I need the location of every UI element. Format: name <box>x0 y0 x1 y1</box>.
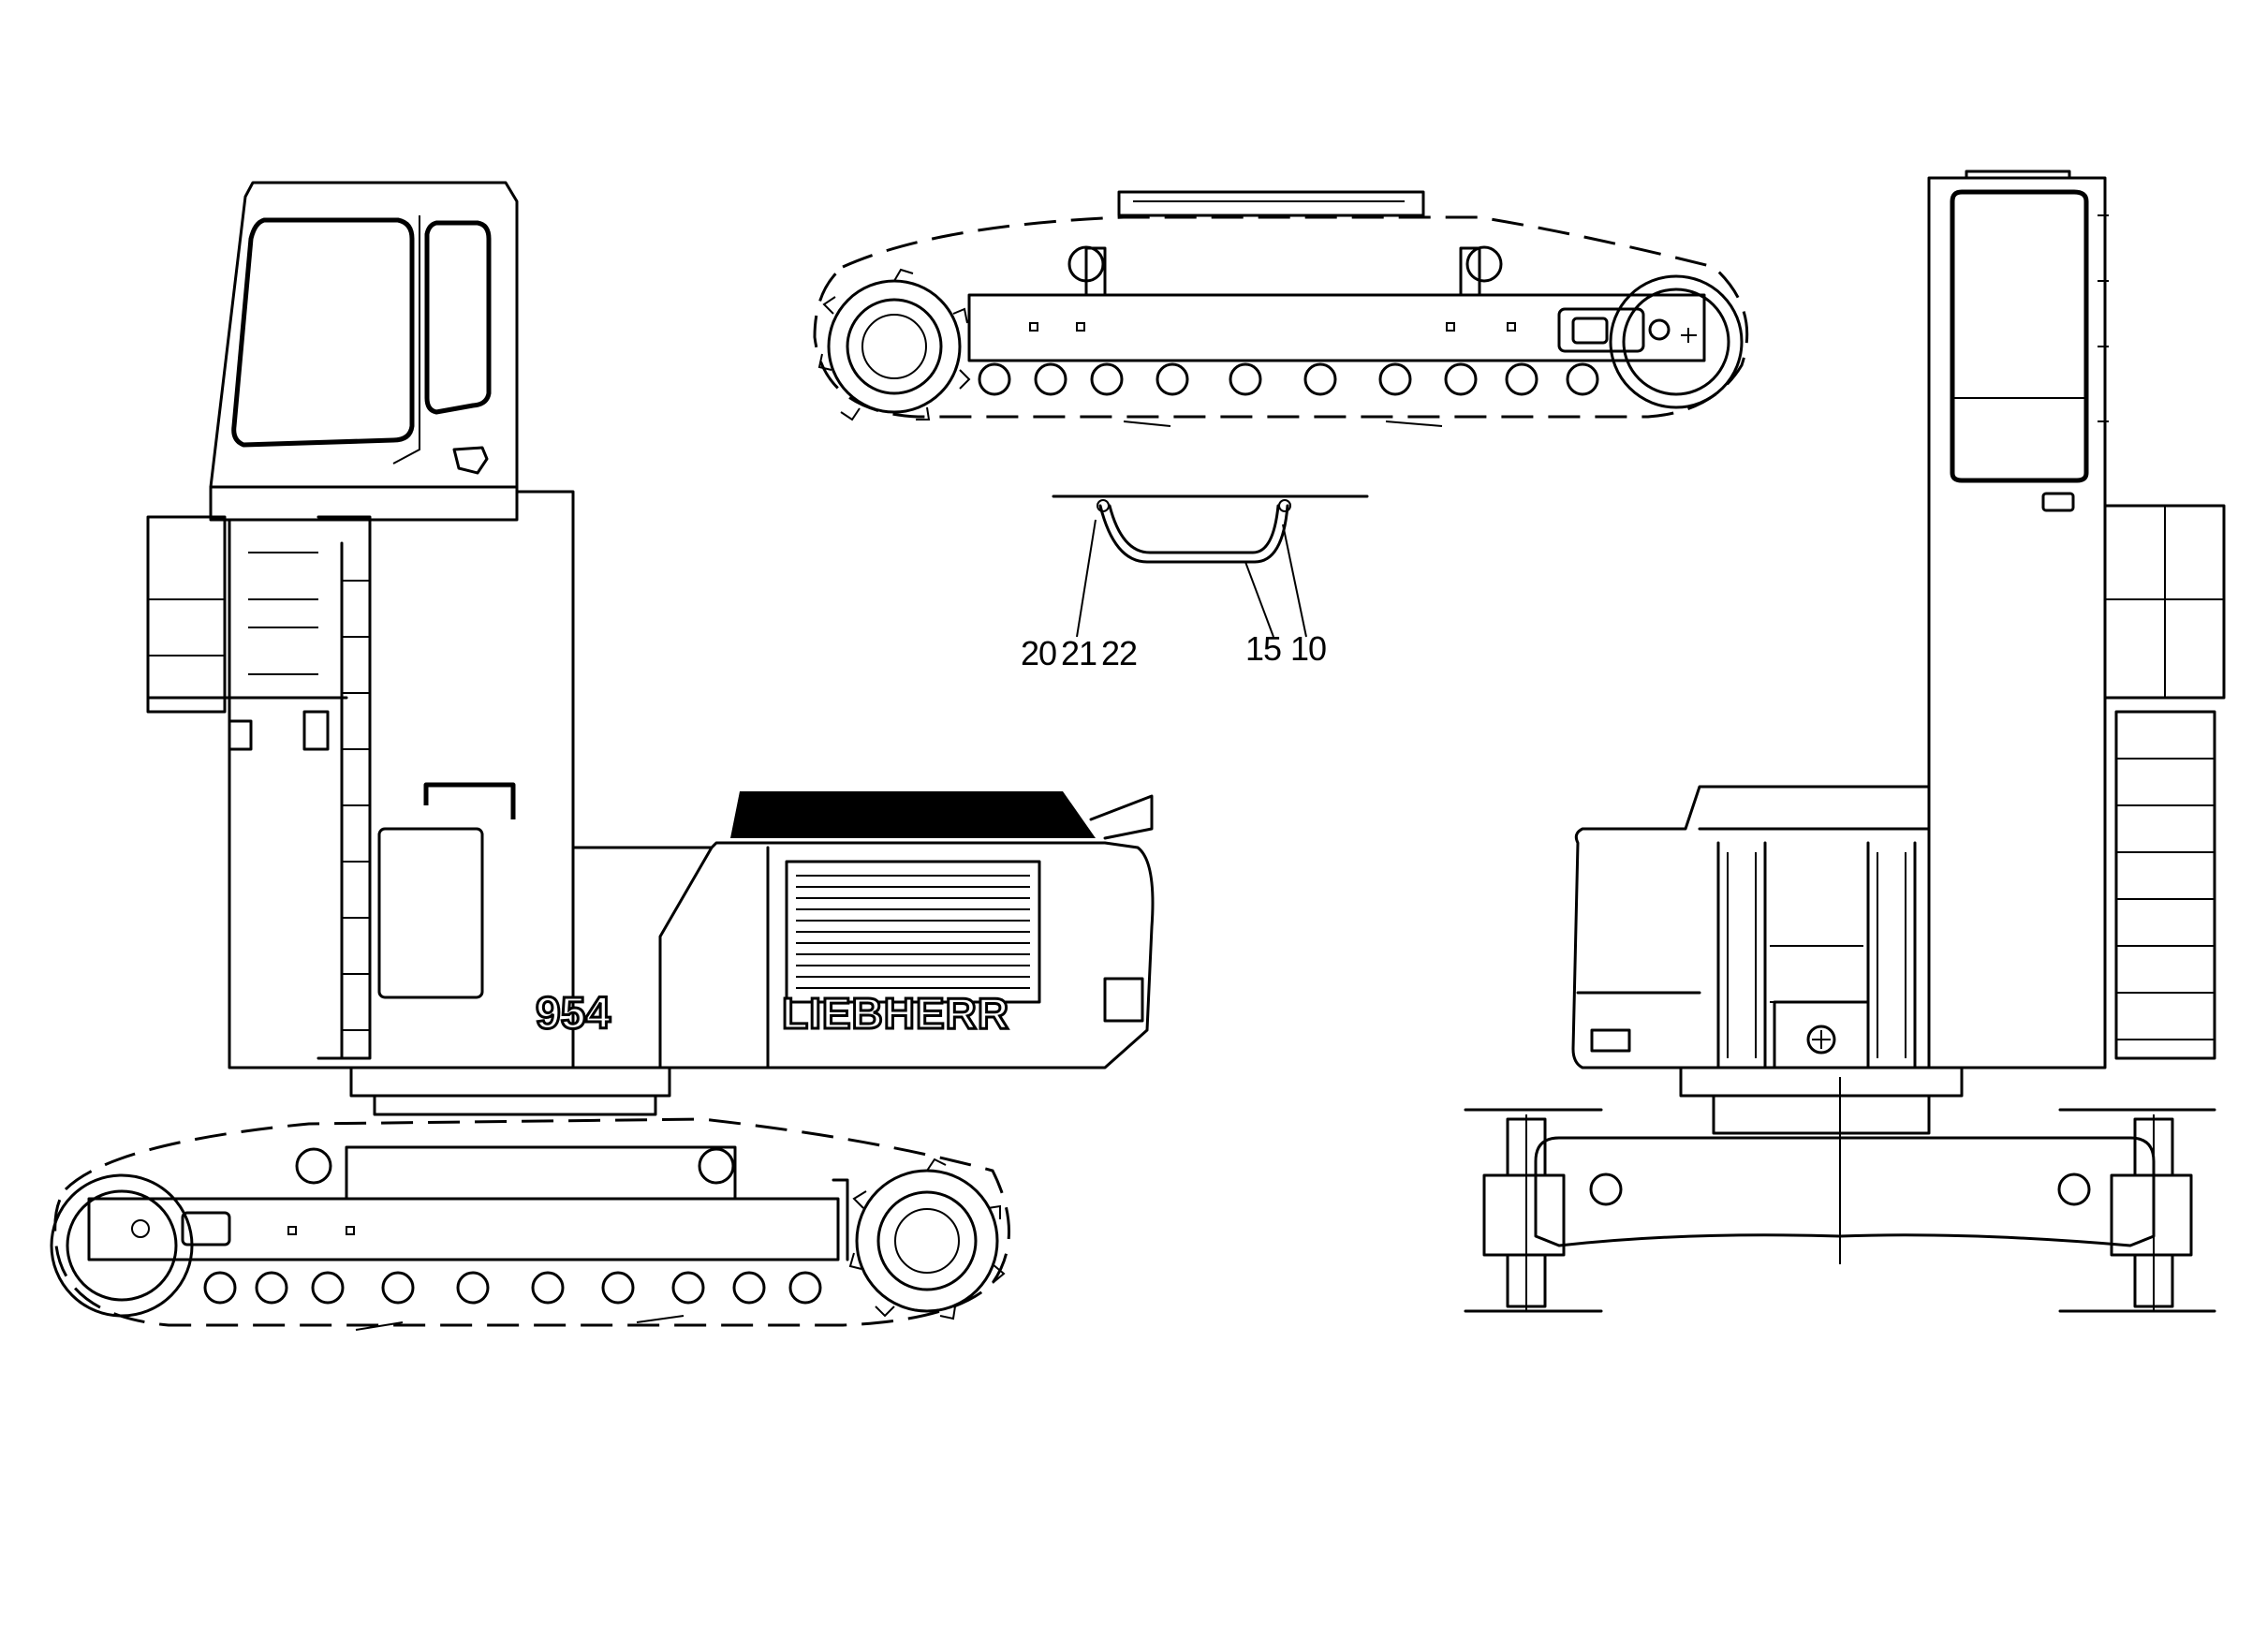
machine-side-view: 954 LIEBHERR <box>50 181 1155 1331</box>
model-number-badge: 954 <box>536 989 611 1039</box>
track-frame-detail-view <box>813 190 1749 427</box>
callout-20: 20 <box>1021 634 1056 672</box>
callout-15: 15 <box>1245 629 1281 668</box>
machine-front-view <box>1464 170 2226 1313</box>
bracket-detail <box>1052 494 1369 638</box>
callout-10: 10 <box>1290 629 1326 668</box>
brand-logo-badge: LIEBHERR <box>782 989 1009 1038</box>
callout-22: 22 <box>1101 634 1137 672</box>
callout-21: 21 <box>1061 634 1097 672</box>
